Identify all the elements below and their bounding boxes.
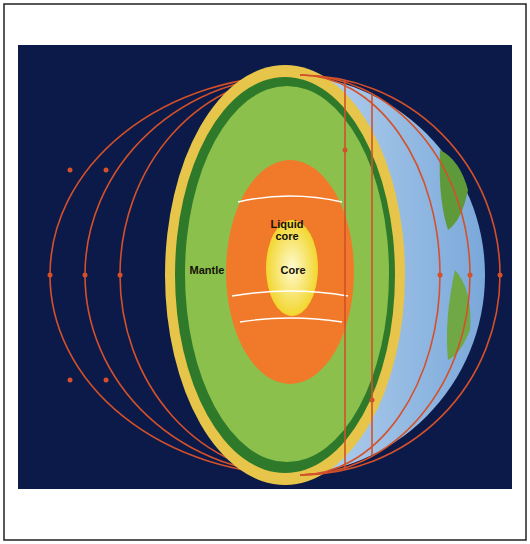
outer-frame bbox=[4, 4, 526, 540]
part-label: Mantle bbox=[186, 264, 228, 276]
crust bbox=[165, 65, 405, 485]
mantle-edge bbox=[175, 77, 395, 473]
field-dot bbox=[118, 273, 123, 278]
core-field-line bbox=[232, 291, 348, 296]
field-dot bbox=[104, 378, 109, 383]
field-line bbox=[300, 75, 500, 475]
field-dot bbox=[498, 273, 503, 278]
liquid-core bbox=[226, 160, 354, 384]
field-dot bbox=[468, 273, 473, 278]
field-lines-right bbox=[300, 75, 500, 475]
core-field-line bbox=[238, 196, 342, 202]
field-dot bbox=[48, 273, 53, 278]
field-dot bbox=[83, 273, 88, 278]
field-dot bbox=[68, 378, 73, 383]
field-dot bbox=[343, 148, 348, 153]
core-field-lines bbox=[232, 196, 348, 322]
field-line bbox=[344, 80, 346, 470]
space-background bbox=[18, 45, 512, 489]
field-dot bbox=[370, 398, 375, 403]
field-dot bbox=[104, 168, 109, 173]
part-label: Liquid core bbox=[262, 218, 312, 242]
field-dots-left bbox=[48, 168, 123, 383]
field-dot bbox=[438, 273, 443, 278]
part-label: Core bbox=[276, 264, 310, 276]
core-field-line bbox=[240, 318, 342, 322]
field-dot bbox=[68, 168, 73, 173]
field-line bbox=[300, 75, 440, 475]
field-line bbox=[300, 75, 470, 475]
field-dots-right bbox=[343, 148, 503, 403]
mantle bbox=[185, 86, 389, 462]
